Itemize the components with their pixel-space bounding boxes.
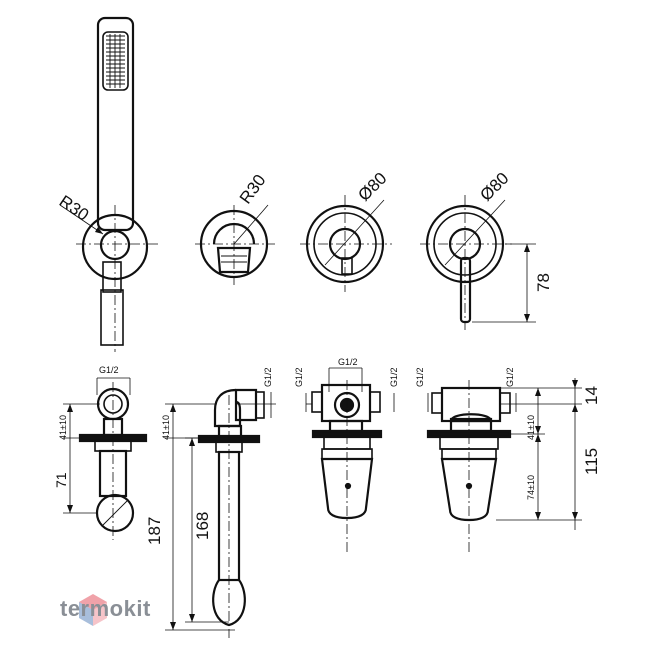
label-74: 74±10 xyxy=(526,475,536,500)
label-g12-f: G1/2 xyxy=(415,367,425,387)
label-g12-g: G1/2 xyxy=(505,367,515,387)
label-41-a: 41±10 xyxy=(58,415,68,440)
label-71: 71 xyxy=(53,472,69,488)
spout-plan xyxy=(195,204,275,285)
label-41-c: 41±10 xyxy=(526,415,536,440)
label-g12-c: G1/2 xyxy=(338,357,358,367)
diverter-elevation xyxy=(305,367,395,555)
label-41-b: 41±10 xyxy=(161,415,171,440)
label-g12-e: G1/2 xyxy=(389,367,399,387)
label-115: 115 xyxy=(582,448,601,475)
label-g12-a: G1/2 xyxy=(99,365,119,375)
label-14: 14 xyxy=(582,386,601,405)
holder-elevation xyxy=(63,377,148,540)
label-r30-right: R30 xyxy=(236,171,270,207)
label-g12-b: G1/2 xyxy=(263,367,273,387)
watermark-brand: termokit xyxy=(60,596,151,621)
label-78: 78 xyxy=(534,273,553,292)
spout-elevation xyxy=(165,388,276,638)
label-168: 168 xyxy=(193,512,212,540)
mixer-elevation xyxy=(426,378,582,555)
label-d80-right: Ø80 xyxy=(476,169,512,205)
diverter-plan xyxy=(300,195,392,292)
shower-nozzle-grid xyxy=(106,34,125,88)
label-d80-left: Ø80 xyxy=(354,169,390,205)
mixer-plan xyxy=(420,195,536,330)
label-187: 187 xyxy=(145,517,164,545)
label-g12-d: G1/2 xyxy=(294,367,304,387)
label-r30-left: R30 xyxy=(56,192,92,225)
hand-shower-plan xyxy=(59,16,160,352)
termokit-logo-icon xyxy=(79,594,107,626)
